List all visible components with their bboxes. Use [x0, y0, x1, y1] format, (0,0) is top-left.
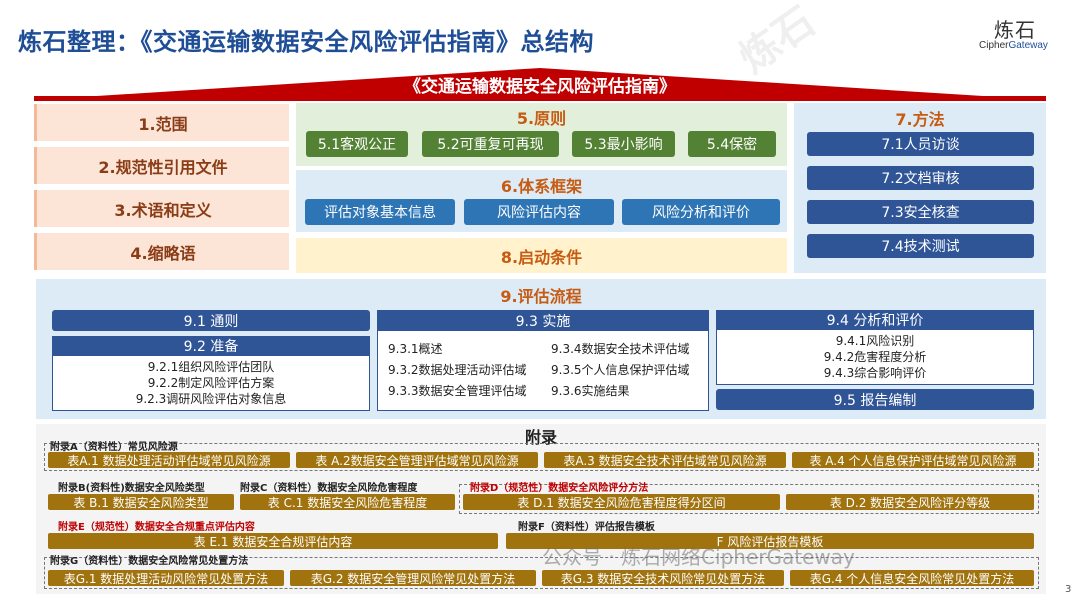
process-analysis-title: 9.4 分析和评价	[716, 310, 1034, 330]
framework-assessment-content: 风险评估内容	[464, 199, 614, 225]
process-heading: 9.评估流程	[500, 287, 582, 306]
roof-title: 《交通运输数据安全风险评估指南》	[404, 76, 676, 97]
appendix-d-label: 附录D（规范性）数据安全风险评分方法	[470, 483, 649, 494]
process-prepare-title: 9.2 准备	[52, 336, 370, 356]
implement-col2-item: 9.3.4数据安全技术评估域	[551, 342, 690, 356]
appendix-d-table: 表 D.1 数据安全风险危害程度得分区间	[463, 494, 780, 510]
section-terms: 3.术语和定义	[34, 190, 289, 227]
principle-minimal-impact: 5.3最小影响	[572, 131, 675, 157]
method-interview: 7.1人员访谈	[807, 132, 1034, 156]
prepare-item-plan: 9.2.2制定风险评估方案	[147, 375, 275, 390]
appendix-g-group	[44, 557, 1039, 589]
prepare-item-team: 9.2.1组织风险评估团队	[147, 359, 275, 374]
framework-analysis: 风险分析和评价	[622, 199, 780, 225]
appendix-heading: 附录	[524, 428, 557, 447]
implement-col1-item: 9.3.1概述	[388, 342, 443, 356]
process-report: 9.5 报告编制	[716, 389, 1034, 410]
section-abbreviations: 4.缩略语	[34, 233, 289, 270]
appendix-b-table: 表 B.1 数据安全风险类型	[48, 494, 234, 510]
startup-conditions: 8.启动条件	[296, 238, 787, 273]
appendix-d-table: 表 D.2 数据安全风险评分等级	[786, 494, 1034, 510]
logo-subtext-a: Cipher	[979, 40, 1009, 51]
principles-heading: 5.原则	[516, 109, 567, 128]
appendix-a-table: 表 A.4 个人信息保护评估域常见风险源	[792, 452, 1034, 468]
appendix-c-table: 表 C.1 数据安全风险危害程度	[240, 494, 455, 510]
analysis-item-identify: 9.4.1风险识别	[835, 333, 915, 348]
appendix-g-table: 表G.4 个人信息安全风险常见处置方法	[790, 570, 1034, 586]
appendix-e-table: 表 E.1 数据安全合规评估内容	[48, 533, 498, 549]
appendix-a-label: 附录A（资料性）常见风险源	[50, 442, 178, 453]
logo-subtext-b: Gateway	[1008, 40, 1048, 51]
implement-col1-item: 9.3.3数据安全管理评估域	[388, 384, 527, 398]
appendix-d-group	[459, 484, 1039, 514]
watermark-footer: 公众号 · 炼石网络CipherGateway	[542, 545, 855, 569]
implement-col2-item: 9.3.6实施结果	[551, 384, 630, 398]
appendix-c-label: 附录C（资料性）数据安全风险危害程度	[240, 483, 418, 494]
appendix-b-label: 附录B(资料性)数据安全风险类型	[58, 483, 205, 494]
appendix-a-table: 表 A.2数据安全管理评估域常见风险源	[296, 452, 538, 468]
appendix-f-label: 附录F（资料性）评估报告模板	[518, 522, 655, 533]
method-security-check: 7.3安全核查	[807, 200, 1034, 224]
section-scope: 1.范围	[34, 104, 289, 141]
appendix-e-label: 附录E（规范性）数据安全合规重点评估内容	[58, 522, 255, 533]
principle-repeatable: 5.2可重复可再现	[422, 131, 559, 157]
process-implement-title: 9.3 实施	[377, 310, 709, 331]
roof-banner	[34, 68, 1046, 101]
appendix-a-table: 表A.3 数据安全技术评估域常见风险源	[544, 452, 786, 468]
analysis-item-harm: 9.4.2危害程度分析	[823, 349, 927, 364]
logo-text: 炼石	[994, 18, 1036, 42]
appendix-g-label: 附录G（资料性）数据安全风险常见处置方法	[50, 556, 249, 567]
framework-object-info: 评估对象基本信息	[305, 199, 455, 225]
logo-subtext: CipherGateway	[979, 40, 1048, 51]
appendix-f-template: F 风险评估报告模板	[506, 533, 1034, 549]
appendix-g-table: 表G.2 数据安全管理风险常见处置方法	[290, 570, 536, 586]
framework-heading: 6.体系框架	[500, 177, 583, 196]
appendix-g-table: 表G.3 数据安全技术风险常见处置方法	[542, 570, 784, 586]
appendix-a-group	[44, 443, 1039, 471]
page-number: 3	[1065, 584, 1072, 595]
appendix-a-table: 表A.1 数据处理活动评估域常见风险源	[48, 452, 290, 468]
principle-confidential: 5.4保密	[688, 131, 776, 157]
principle-objective: 5.1客观公正	[306, 131, 408, 157]
page-title: 炼石整理：《交通运输数据安全风险评估指南》总结构	[18, 28, 594, 56]
appendix-g-table: 表G.1 数据处理活动风险常见处置方法	[48, 570, 284, 586]
methods-heading: 7.方法	[895, 110, 945, 129]
analysis-item-impact: 9.4.3综合影响评价	[823, 365, 927, 380]
section-references: 2.规范性引用文件	[34, 147, 289, 184]
method-technical-test: 7.4技术测试	[807, 234, 1034, 258]
prepare-item-survey: 9.2.3调研风险评估对象信息	[135, 391, 287, 406]
method-document-review: 7.2文档审核	[807, 166, 1034, 190]
implement-col1-item: 9.3.2数据处理活动评估域	[388, 363, 527, 377]
implement-col2-item: 9.3.5个人信息保护评估域	[551, 363, 690, 377]
process-general: 9.1 通则	[52, 310, 370, 331]
